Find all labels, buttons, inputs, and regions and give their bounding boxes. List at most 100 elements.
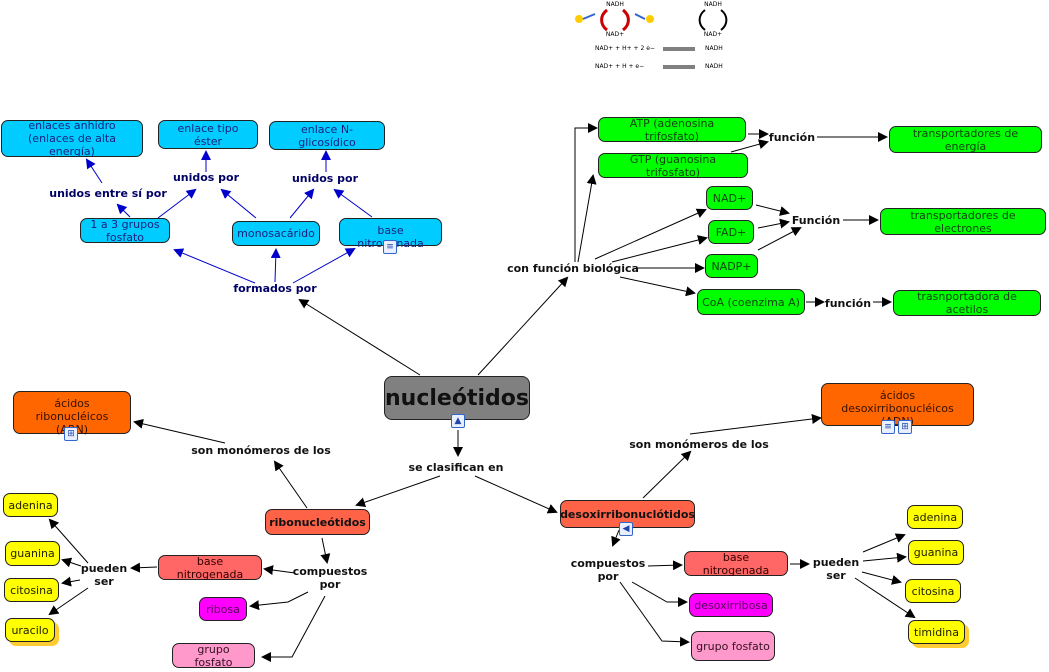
node-label: guanina: [913, 546, 959, 559]
node-label: CoA (coenzima A): [702, 295, 800, 309]
link-pueden-ser-ribo: pueden ser: [80, 562, 128, 588]
edge: [861, 571, 902, 585]
node-citosina-ribo[interactable]: citosina: [4, 578, 59, 602]
edge: [48, 587, 89, 616]
edge: [577, 174, 597, 263]
node-label: GTP (guanosina trifosfato): [629, 152, 717, 179]
root-label: nucleótidos: [385, 385, 529, 411]
edge: [320, 537, 331, 564]
edge: [261, 595, 326, 662]
node-nadp[interactable]: NADP+: [705, 254, 758, 278]
node-grupo-fosfato-ribo[interactable]: grupo fosfato: [172, 642, 255, 669]
edge: [85, 158, 103, 184]
node-label: enlace N-glicosídico: [298, 122, 356, 149]
link-son-monomeros-arn: son monómeros de los: [191, 444, 331, 457]
node-guanina-ribo[interactable]: guanina: [5, 541, 60, 566]
concept-map-icon[interactable]: ⊞: [64, 427, 78, 441]
node-nad[interactable]: NAD+: [706, 186, 753, 210]
node-label: desoxirribonuclótidos: [560, 507, 695, 521]
node-adn[interactable]: ácidos desoxirribonucléicos (ADN): [821, 383, 974, 428]
node-enlace-ester[interactable]: enlace tipo éster: [158, 120, 258, 149]
node-label: ATP (adenosina trifosfato): [629, 116, 715, 143]
svg-text:NADH: NADH: [704, 1, 722, 8]
edge: [477, 276, 569, 376]
edge: [61, 557, 82, 568]
edge: [619, 276, 696, 297]
node-adenina-deoxy[interactable]: adenina: [907, 505, 963, 529]
node-desoxirribosa[interactable]: desoxirribosa: [689, 593, 773, 617]
node-label: citosina: [10, 583, 53, 597]
node-label: timidina: [914, 625, 959, 639]
node-fad[interactable]: FAD+: [708, 220, 754, 244]
svg-text:NAD+: NAD+: [606, 31, 624, 38]
node-enlaces-anhidro[interactable]: enlaces anhidro (enlaces de alta energía…: [1, 119, 143, 158]
node-label: monosacárido: [237, 227, 315, 240]
image-icon[interactable]: ▲: [451, 414, 465, 428]
edge: [116, 203, 131, 218]
node-label: transportadores de energía: [912, 126, 1019, 153]
node-transportadora-acetilos[interactable]: trasnportadora de acetilos: [893, 290, 1041, 316]
node-adenina-ribo[interactable]: adenina: [3, 493, 58, 517]
link-se-clasifican-en: se clasifican en: [408, 461, 504, 474]
node-label: uracilo: [11, 623, 49, 637]
node-label: NADP+: [711, 259, 752, 273]
node-grupos-fosfato[interactable]: 1 a 3 grupos fosfato: [80, 218, 170, 244]
node-base-nitrogenada-ribo[interactable]: base nitrogenada: [158, 555, 262, 581]
link-funcion-energia: función: [768, 131, 816, 144]
node-uracilo[interactable]: uracilo: [5, 618, 55, 642]
node-transportadores-energia[interactable]: transportadores de energía: [889, 126, 1042, 153]
svg-text:NADH: NADH: [705, 45, 723, 52]
node-coa[interactable]: CoA (coenzima A): [697, 289, 805, 315]
node-ribosa[interactable]: ribosa: [199, 597, 247, 621]
edge: [48, 518, 89, 564]
edge: [273, 460, 308, 509]
node-label: ribosa: [206, 602, 240, 616]
svg-text:NADH: NADH: [705, 63, 723, 70]
edge: [611, 529, 621, 547]
edge: [298, 298, 421, 376]
node-timidina[interactable]: timidina: [908, 620, 965, 644]
link-funcion-acetilos: función: [824, 297, 872, 310]
node-label: base nitrogenada: [702, 550, 770, 577]
edge: [631, 581, 688, 607]
node-citosina-deoxy[interactable]: citosina: [905, 579, 961, 603]
audio-icon[interactable]: ◀: [619, 522, 633, 536]
edge: [642, 450, 692, 499]
edge: [133, 418, 226, 444]
edge: [862, 533, 906, 553]
document-icon[interactable]: ≡: [881, 420, 895, 434]
node-monosacarido[interactable]: monosacárido: [232, 221, 320, 246]
node-ribonucleotidos[interactable]: ribonucleótidos: [265, 509, 370, 535]
node-label: enlace tipo éster: [177, 121, 239, 148]
edge: [333, 188, 373, 218]
node-gtp[interactable]: GTP (guanosina trifosfato): [598, 152, 748, 179]
node-label: adenina: [8, 498, 53, 512]
edge: [730, 139, 769, 153]
concept-map-icon[interactable]: ⊞: [898, 420, 912, 434]
node-transportadores-electrones[interactable]: transportadores de electrones: [880, 208, 1046, 235]
root-node-nucleotidos[interactable]: nucleótidos: [384, 376, 530, 420]
node-enlace-n-glicosidico[interactable]: enlace N-glicosídico: [269, 121, 385, 150]
node-base-nitrogenada-deoxy[interactable]: base nitrogenada: [684, 550, 788, 577]
edge: [647, 560, 683, 571]
edge: [757, 227, 802, 251]
node-label: NAD+: [712, 191, 747, 205]
nadh-redox-image: NADH NAD+ NADH NAD+ NAD+ + H+ + 2 e− NAD…: [575, 1, 728, 70]
edge: [292, 248, 356, 284]
edge: [611, 235, 708, 263]
node-label: citosina: [911, 584, 955, 598]
edge: [173, 248, 256, 284]
document-icon[interactable]: ≡: [383, 240, 397, 254]
node-grupo-fosfato-deoxy[interactable]: grupo fosfato: [691, 631, 775, 661]
svg-text:NAD+ + H + e−: NAD+ + H + e−: [595, 63, 644, 70]
link-pueden-ser-deoxy: pueden ser: [812, 556, 860, 582]
node-label: desoxirribosa: [694, 598, 768, 612]
node-atp[interactable]: ATP (adenosina trifosfato): [598, 116, 746, 143]
node-label: grupo fosfato: [194, 642, 233, 669]
link-compuestos-por-ribo: compuestos por: [292, 565, 368, 591]
edge: [220, 188, 257, 219]
node-guanina-deoxy[interactable]: guanina: [908, 540, 964, 565]
link-son-monomeros-adn: son monómeros de los: [629, 438, 769, 451]
edge: [130, 562, 158, 573]
